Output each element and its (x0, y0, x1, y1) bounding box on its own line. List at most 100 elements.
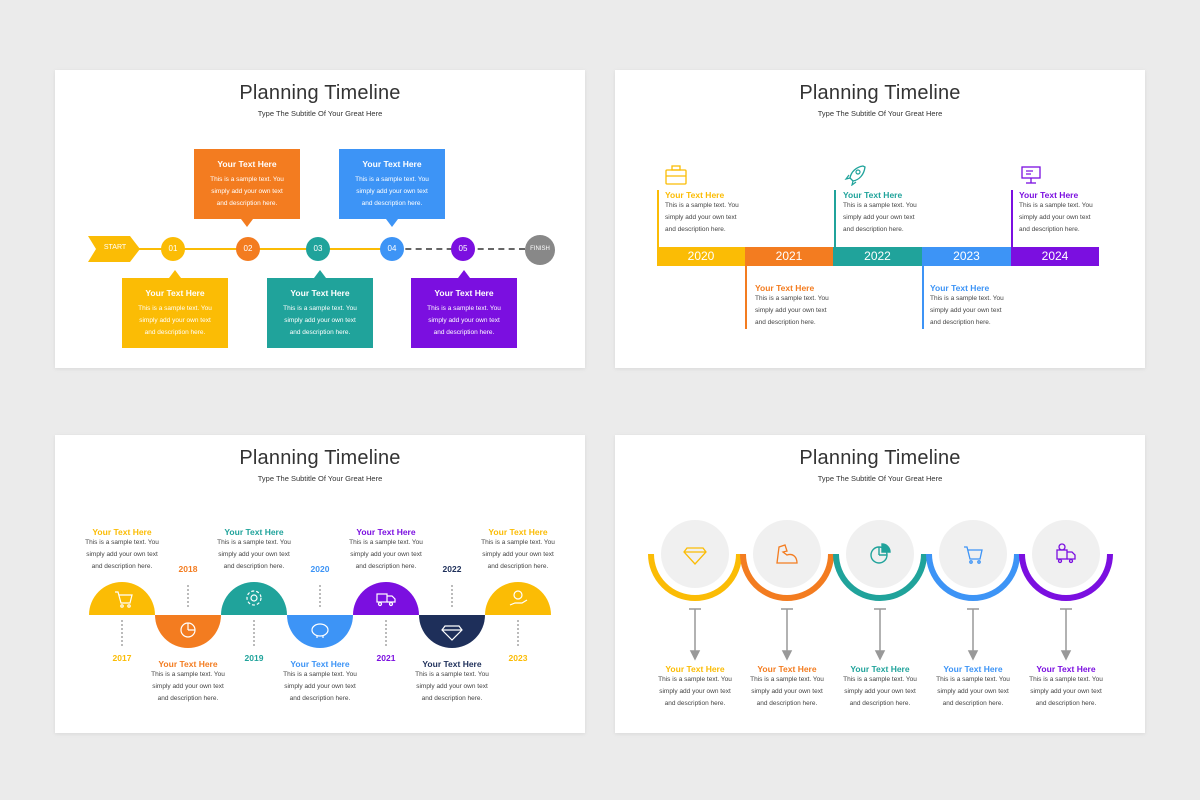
year-label-2023: 2023 (508, 653, 528, 663)
item-title: Your Text Here (755, 283, 815, 293)
slide-title: Planning Timeline (799, 447, 961, 469)
text-block-2023: Your Text Here This is a sample text. Yo… (478, 527, 558, 573)
step-circle-04: 04 (380, 237, 404, 261)
gear-icon (246, 590, 262, 606)
slide-year-bar-timeline[interactable]: Planning Timeline Type The Subtitle Of Y… (615, 70, 1145, 368)
presentation-icon (1021, 166, 1041, 184)
slide-arrow-timeline[interactable]: Planning Timeline Type The Subtitle Of Y… (55, 70, 585, 368)
step-circle-03: 03 (306, 237, 330, 261)
year-segment-2023: 2023 (922, 247, 1011, 266)
finish-label: FINISH (530, 246, 550, 252)
text-block-2020: Your Text Here This is a sample text. Yo… (665, 190, 755, 236)
step-circle-02: 02 (236, 237, 260, 261)
slide-subtitle: Type The Subtitle Of Your Great Here (817, 109, 943, 118)
slide-circle-arc-timeline[interactable]: Planning Timeline Type The Subtitle Of Y… (615, 435, 1145, 733)
text-block-2019: Your Text Here This is a sample text. Yo… (214, 527, 294, 573)
text-block-4: Your Text Here This is a sample text. Yo… (930, 664, 1016, 710)
semicircle-2019 (221, 582, 287, 615)
item-title: Your Text Here (224, 527, 284, 537)
semicircle-2020 (287, 615, 353, 648)
pie-chart-icon (180, 622, 196, 638)
start-label: START (103, 244, 127, 251)
text-block-2023: Your Text Here This is a sample text. Yo… (930, 283, 1020, 329)
semicircle-chain (89, 582, 551, 648)
card-title: Your Text Here (217, 159, 277, 169)
item-title: Your Text Here (92, 527, 152, 537)
text-block-3: Your Text Here This is a sample text. Yo… (837, 664, 923, 710)
step-circle-01: 01 (161, 237, 185, 261)
year-label-2020: 2020 (310, 564, 330, 574)
item-title: Your Text Here (290, 659, 350, 669)
card-pointer (314, 270, 326, 278)
piggy-bank-icon (311, 623, 329, 638)
text-block-2018: Your Text Here This is a sample text. Yo… (148, 659, 228, 705)
card-step-03: Your Text Here This is a sample text. Yo… (267, 270, 373, 348)
text-block-2021: Your Text Here This is a sample text. Yo… (346, 527, 426, 573)
connector-line (834, 190, 836, 247)
semicircle-2018 (155, 615, 221, 648)
card-pointer (458, 270, 470, 278)
card-title: Your Text Here (362, 159, 422, 169)
briefcase-icon (665, 165, 687, 185)
text-block-2024: Your Text Here This is a sample text. Yo… (1019, 190, 1109, 236)
year-segment-2022: 2022 (833, 247, 922, 266)
delivery-truck-icon (376, 593, 396, 607)
text-block-2022: Your Text Here This is a sample text. Yo… (843, 190, 933, 236)
item-title: Your Text Here (356, 527, 416, 537)
semicircle-2021 (353, 582, 419, 615)
diamond-icon (683, 547, 707, 565)
card-step-05: Your Text Here This is a sample text. Yo… (411, 270, 517, 348)
connector-line (1011, 190, 1013, 247)
card-step-02: Your Text Here This is a sample text. Yo… (194, 149, 300, 227)
year-segment-2020: 2020 (657, 247, 745, 266)
card-step-04: Your Text Here This is a sample text. Yo… (339, 149, 445, 227)
item-title: Your Text Here (843, 190, 903, 200)
item-title: Your Text Here (757, 664, 817, 674)
text-block-2021: Your Text Here This is a sample text. Yo… (755, 283, 845, 329)
text-block-2017: Your Text Here This is a sample text. Yo… (82, 527, 162, 573)
year-label-2019: 2019 (244, 653, 264, 663)
connector-line (922, 266, 924, 329)
item-title: Your Text Here (1019, 190, 1079, 200)
card-pointer (241, 219, 253, 227)
item-title: Your Text Here (850, 664, 910, 674)
year-label-2022: 2022 (442, 564, 462, 574)
card-title: Your Text Here (145, 288, 205, 298)
rocket-icon (844, 165, 866, 186)
finish-circle (525, 235, 555, 265)
slide-title: Planning Timeline (239, 447, 401, 469)
cart-icon (964, 546, 983, 564)
year-label-2018: 2018 (178, 564, 198, 574)
card-title: Your Text Here (290, 288, 350, 298)
slide-subtitle: Type The Subtitle Of Your Great Here (817, 474, 943, 483)
delivery-truck-icon (1056, 543, 1076, 564)
cart-icon (115, 591, 133, 608)
text-block-5: Your Text Here This is a sample text. Yo… (1023, 664, 1109, 710)
item-title: Your Text Here (943, 664, 1003, 674)
year-label-2021: 2021 (376, 653, 396, 663)
slide-subtitle: Type The Subtitle Of Your Great Here (257, 474, 383, 483)
slide-semicircle-timeline[interactable]: Planning Timeline Type The Subtitle Of Y… (55, 435, 585, 733)
item-title: Your Text Here (158, 659, 218, 669)
item-title: Your Text Here (422, 659, 482, 669)
year-segment-2024: 2024 (1011, 247, 1099, 266)
text-block-1: Your Text Here This is a sample text. Yo… (652, 664, 738, 710)
circle-arc-chain (648, 520, 1113, 661)
year-label-2017: 2017 (112, 653, 132, 663)
diamond-icon (441, 625, 463, 641)
